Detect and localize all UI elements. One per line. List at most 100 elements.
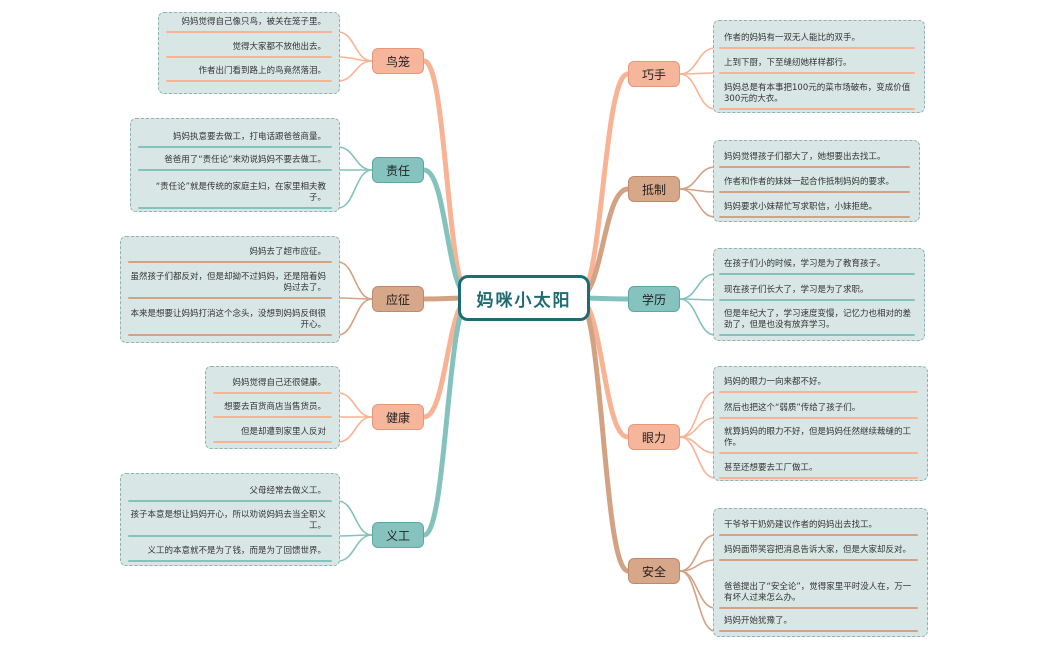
- subtopic-item[interactable]: 义工的本意就不是为了钱，而是为了回馈世界。: [147, 546, 326, 556]
- subtopic-underline: [719, 417, 918, 419]
- subtopic-underline: [719, 477, 918, 479]
- subtopic-underline: [138, 169, 332, 171]
- subtopic-group: [130, 118, 340, 212]
- subtopic-item[interactable]: 妈妈觉得自己像只鸟，被关在笼子里。: [181, 17, 326, 27]
- branch-connector: [337, 500, 373, 536]
- branch-connector: [337, 392, 373, 418]
- central-topic[interactable]: 妈咪小太阳: [458, 275, 590, 321]
- branch-connector: [337, 534, 373, 562]
- branch-connector: [337, 169, 373, 209]
- subtopic-underline: [719, 191, 910, 193]
- subtopic-underline: [719, 452, 918, 454]
- subtopic-item[interactable]: 妈妈面带笑容把消息告诉大家，但是大家却反对。: [724, 545, 912, 555]
- subtopic-underline: [719, 334, 915, 336]
- subtopic-item[interactable]: 妈妈觉得自己还很健康。: [232, 378, 326, 388]
- subtopic-item[interactable]: 妈妈执意要去做工，打电话跟爸爸商量。: [172, 132, 326, 142]
- branch-connector: [679, 47, 716, 75]
- branch-connector: [679, 166, 716, 190]
- topic-right-3[interactable]: 眼力: [628, 424, 680, 450]
- subtopic-underline: [719, 216, 910, 218]
- subtopic-group: [713, 248, 925, 341]
- branch-connector: [679, 436, 716, 479]
- subtopic-underline: [719, 72, 915, 74]
- subtopic-item[interactable]: 父母经常去做义工。: [249, 486, 326, 496]
- subtopic-underline: [719, 108, 915, 110]
- branch-connector: [679, 570, 716, 632]
- topic-left-3[interactable]: 健康: [372, 404, 424, 430]
- branch-connector: [421, 58, 473, 301]
- subtopic-underline: [719, 559, 918, 561]
- subtopic-item[interactable]: 妈妈开始犹豫了。: [724, 616, 793, 626]
- subtopic-item[interactable]: 孩子本意是想让妈妈开心，所以劝说妈妈去当全职义工。: [130, 510, 326, 531]
- branch-connector: [679, 417, 716, 438]
- subtopic-item[interactable]: 觉得大家都不放他出去。: [232, 42, 326, 52]
- subtopic-underline: [128, 261, 332, 263]
- topic-right-2[interactable]: 学历: [628, 286, 680, 312]
- subtopic-item[interactable]: 妈妈总是有本事把100元的菜市场破布，变成价值300元的大衣。: [724, 83, 911, 104]
- subtopic-underline: [719, 630, 918, 632]
- subtopic-item[interactable]: 作者的妈妈有一双无人能比的双手。: [724, 33, 861, 43]
- subtopic-underline: [138, 146, 332, 148]
- subtopic-underline: [128, 297, 332, 299]
- subtopic-item[interactable]: 妈妈觉得孩子们都大了，她想要出去找工。: [724, 152, 886, 162]
- subtopic-group: [713, 20, 925, 113]
- topic-left-0[interactable]: 鸟笼: [372, 48, 424, 74]
- subtopic-group: [120, 236, 340, 343]
- subtopic-item[interactable]: 就算妈妈的眼力不好，但是妈妈任然继续裁缝的工作。: [724, 427, 912, 448]
- subtopic-item[interactable]: 上到下厨，下至缝纫她样样都行。: [724, 58, 852, 68]
- branch-connector: [337, 56, 373, 62]
- subtopic-item[interactable]: 干爷爷干奶奶建议作者的妈妈出去找工。: [724, 520, 878, 530]
- subtopic-group: [713, 140, 920, 222]
- subtopic-item[interactable]: 本来是想要让妈妈打消这个念头，没想到妈妈反倒很开心。: [130, 309, 326, 330]
- branch-connector: [575, 71, 631, 301]
- subtopic-underline: [128, 560, 332, 562]
- subtopic-underline: [719, 391, 918, 393]
- branch-connector: [679, 188, 716, 218]
- topic-left-1[interactable]: 责任: [372, 157, 424, 183]
- subtopic-item[interactable]: 在孩子们小的时候，学习是为了教育孩子。: [724, 259, 886, 269]
- subtopic-item[interactable]: 作者和作者的妹妹一起合作抵制妈妈的要求。: [724, 177, 895, 187]
- subtopic-underline: [128, 500, 332, 502]
- subtopic-item[interactable]: 妈妈去了超市应征。: [249, 247, 326, 257]
- topic-right-1[interactable]: 抵制: [628, 176, 680, 202]
- subtopic-item[interactable]: 虽然孩子们都反对，但是却拗不过妈妈，还是陪着妈妈过去了。: [130, 272, 326, 293]
- subtopic-item[interactable]: 但是年纪大了，学习速度变慢，记忆力也相对的差劲了，但是也没有放弃学习。: [724, 309, 912, 330]
- subtopic-group: [205, 366, 340, 449]
- subtopic-underline: [719, 607, 918, 609]
- subtopic-item[interactable]: 甚至还想要去工厂做工。: [724, 463, 818, 473]
- subtopic-item[interactable]: “责任论”就是传统的家庭主妇，在家里相夫教子。: [155, 182, 326, 203]
- topic-right-4[interactable]: 安全: [628, 558, 680, 584]
- branch-connector: [679, 73, 716, 110]
- subtopic-item[interactable]: 但是却遭到家里人反对: [240, 427, 326, 437]
- branch-connector: [337, 146, 373, 171]
- subtopic-item[interactable]: 妈妈的眼力一向来都不好。: [724, 377, 827, 387]
- subtopic-group: [120, 473, 340, 566]
- topic-right-0[interactable]: 巧手: [628, 61, 680, 87]
- subtopic-underline: [719, 273, 915, 275]
- branch-connector: [337, 60, 373, 82]
- subtopic-underline: [213, 392, 332, 394]
- branch-connector: [337, 261, 373, 300]
- subtopic-underline: [166, 56, 332, 58]
- subtopic-item[interactable]: 现在孩子们长大了，学习是为了求职。: [724, 285, 869, 295]
- subtopic-underline: [166, 80, 332, 82]
- subtopic-group: [713, 366, 928, 481]
- subtopic-underline: [166, 31, 332, 33]
- branch-connector: [337, 298, 373, 336]
- topic-left-4[interactable]: 义工: [372, 522, 424, 548]
- topic-left-2[interactable]: 应征: [372, 286, 424, 312]
- branch-connector: [679, 298, 716, 336]
- branch-connector: [679, 559, 716, 572]
- subtopic-item[interactable]: 想要去百货商店当售货员。: [223, 402, 326, 412]
- subtopic-underline: [128, 535, 332, 537]
- subtopic-underline: [719, 299, 915, 301]
- subtopic-underline: [719, 166, 910, 168]
- subtopic-item[interactable]: 然后也把这个“弱质”传给了孩子们。: [724, 403, 861, 413]
- branch-connector: [679, 273, 716, 300]
- branch-connector: [679, 436, 716, 454]
- subtopic-item[interactable]: 爸爸用了“责任论”来劝说妈妈不要去做工。: [164, 155, 326, 165]
- subtopic-item[interactable]: 作者出门看到路上的鸟竟然落泪。: [198, 66, 326, 76]
- subtopic-item[interactable]: 爸爸提出了“安全论”，觉得家里平时没人在，万一有坏人过来怎么办。: [724, 582, 912, 603]
- subtopic-item[interactable]: 妈妈要求小妹帮忙写求职信，小妹拒绝。: [724, 202, 878, 212]
- subtopic-underline: [719, 534, 918, 536]
